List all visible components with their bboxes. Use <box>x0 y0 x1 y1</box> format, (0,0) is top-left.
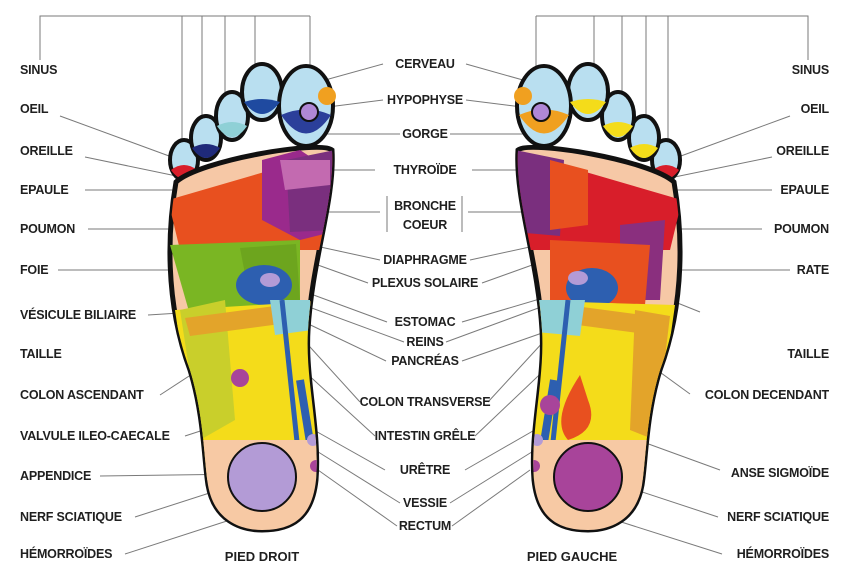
label-left-colon-ascendant: COLON ASCENDANT <box>20 388 144 402</box>
label-center-uretre: URÊTRE <box>399 463 451 477</box>
label-left-taille: TAILLE <box>20 347 62 361</box>
label-center-plexus-solaire: PLEXUS SOLAIRE <box>371 276 479 290</box>
label-left-sinus: SINUS <box>20 63 58 77</box>
right-foot <box>167 62 336 533</box>
label-left-oreille: OREILLE <box>20 144 73 158</box>
label-center-pancreas: PANCRÉAS <box>391 354 459 368</box>
label-left-appendice: APPENDICE <box>20 469 92 483</box>
label-right-sinus: SINUS <box>791 63 829 77</box>
label-center-diaphragme: DIAPHRAGME <box>383 253 467 267</box>
label-left-poumon: POUMON <box>20 222 76 236</box>
label-right-rate: RATE <box>796 263 830 277</box>
label-right-colon-decendant: COLON DECENDANT <box>704 388 829 402</box>
caption-pied-droit: PIED DROIT <box>224 549 300 564</box>
label-left-nerf-sciatique: NERF SCIATIQUE <box>20 510 122 524</box>
label-center-thyroide: THYROÏDE <box>393 163 457 177</box>
label-center-bronche: BRONCHE <box>394 199 456 213</box>
caption-pied-gauche: PIED GAUCHE <box>526 549 618 564</box>
label-right-anse-sigmoide: ANSE SIGMOÏDE <box>730 466 829 480</box>
label-center-intestin-grele: INTESTIN GRÊLE <box>374 429 476 443</box>
label-left-oeil: OEIL <box>20 102 49 116</box>
label-center-hypophyse: HYPOPHYSE <box>386 93 464 107</box>
label-center-cerveau: CERVEAU <box>395 57 455 71</box>
label-center-gorge: GORGE <box>402 127 448 141</box>
label-center-coeur: COEUR <box>402 218 448 232</box>
label-left-valvule-ileo-caecale: VALVULE ILEO-CAECALE <box>20 429 170 443</box>
label-center-rectum: RECTUM <box>398 519 452 533</box>
label-right-poumon: POUMON <box>773 222 829 236</box>
label-left-epaule: EPAULE <box>20 183 69 197</box>
label-right-epaule: EPAULE <box>780 183 829 197</box>
label-center-estomac: ESTOMAC <box>394 315 456 329</box>
label-right-oreille: OREILLE <box>776 144 829 158</box>
label-right-hemorroides: HÉMORROÏDES <box>736 547 829 561</box>
right-toe-zones <box>171 87 336 179</box>
label-right-taille: TAILLE <box>787 347 829 361</box>
label-center-reins: REINS <box>406 335 444 349</box>
label-center-colon-transverse: COLON TRANSVERSE <box>359 395 491 409</box>
right-foot-zones <box>169 150 333 530</box>
left-foot-zones <box>517 150 681 530</box>
label-left-foie: FOIE <box>20 263 49 277</box>
label-left-hemorroides: HÉMORROÏDES <box>20 547 113 561</box>
left-foot <box>514 62 683 533</box>
label-center-vessie: VESSIE <box>403 496 447 510</box>
label-right-oeil: OEIL <box>800 102 830 116</box>
label-right-nerf-sciatique: NERF SCIATIQUE <box>727 510 829 524</box>
label-left-vesicule-biliaire: VÉSICULE BILIAIRE <box>20 308 137 322</box>
